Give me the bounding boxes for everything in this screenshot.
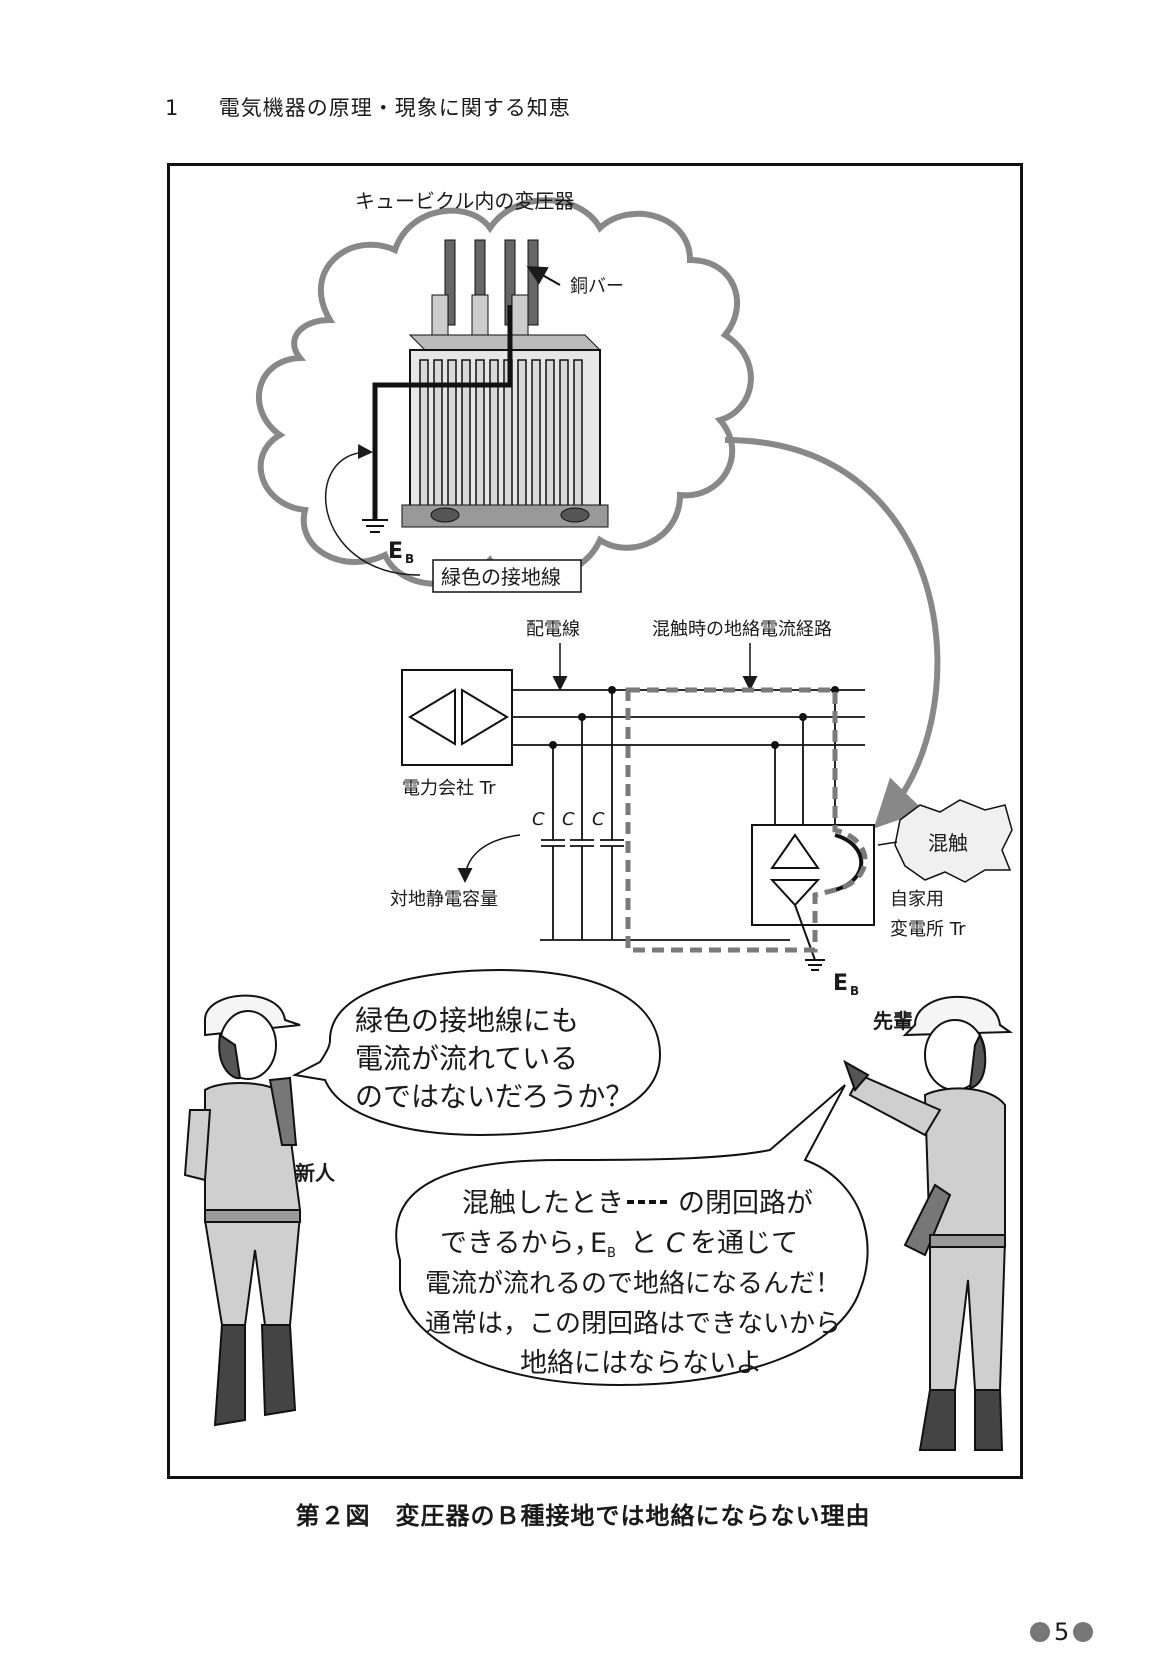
- stray-capacitance-label: 対地静電容量: [390, 889, 498, 910]
- senior-speech-line2b: と: [630, 1228, 657, 1259]
- senior-speech-eb-sub: B: [607, 1246, 616, 1261]
- page-number-block: 5: [1030, 1615, 1140, 1649]
- chapter-number: 1: [165, 96, 180, 120]
- private-sub-label-1: 自家用: [890, 889, 944, 910]
- eb-sub-top: B: [405, 552, 414, 566]
- figure-frame: [167, 163, 1023, 1479]
- newcomer-speech-line-2: 電流が流れている: [355, 1042, 578, 1075]
- senior-speech-c: C: [666, 1228, 685, 1259]
- utility-tr-label: 電力会社 Tr: [402, 778, 496, 799]
- senior-speech-bubble: [395, 1084, 869, 1387]
- senior-speech-line5: 地絡にはならないよ: [520, 1348, 762, 1379]
- page-dot-right: [1073, 1622, 1094, 1642]
- connection-arrow: [724, 437, 941, 829]
- green-ground-box: [432, 559, 582, 593]
- newcomer-label: 新人: [295, 1161, 336, 1185]
- senior-speech-line1a: 混触したとき: [462, 1188, 624, 1219]
- running-header: 1 電気機器の原理・現象に関する知恵: [165, 92, 571, 122]
- utility-transformer-box: [401, 669, 513, 766]
- chapter-title: 電気機器の原理・現象に関する知恵: [218, 96, 571, 120]
- senior-speech-line1b: の閉回路が: [678, 1188, 813, 1219]
- senior-speech-line2c: を通じて: [690, 1228, 798, 1259]
- distribution-line-label: 配電線: [526, 619, 580, 640]
- senior-speech-eb: E: [590, 1228, 607, 1259]
- figure-caption: 第２図 変圧器のＢ種接地では地絡にならない理由: [295, 1502, 871, 1530]
- senior-speech-line3: 電流が流れるので地絡になるんだ！: [425, 1269, 841, 1299]
- eb-sub-bottom: B: [850, 984, 859, 998]
- newcomer-speech-bubble: [291, 968, 662, 1137]
- contact-label: 混触: [928, 831, 968, 855]
- newcomer-figure: [183, 994, 302, 1427]
- private-sub-label-2: 変電所 Tr: [890, 919, 966, 940]
- page-dot-left: [1030, 1622, 1050, 1642]
- page-number: 5: [1054, 1618, 1070, 1646]
- newcomer-speech-line-3: のではないだろうか？: [355, 1080, 633, 1113]
- senior-speech-line4: 通常は，この閉回路はできないから: [425, 1309, 841, 1339]
- senior-label: 先輩: [873, 1009, 913, 1033]
- cap-c1: C: [532, 809, 545, 830]
- eb-label-top: E: [388, 539, 403, 564]
- cap-c2: C: [562, 809, 575, 830]
- copper-bar-label: 銅バー: [570, 276, 624, 297]
- senior-speech-line2a: できるから，: [440, 1228, 601, 1259]
- newcomer-speech-line-1: 緑色の接地線にも: [355, 1004, 579, 1037]
- cap-c3: C: [592, 809, 605, 830]
- cubicle-title: キュービクル内の変圧器: [355, 189, 574, 213]
- contact-burst: [894, 799, 1013, 883]
- senior-figure: [843, 995, 1014, 1451]
- fault-current-path: [625, 687, 868, 953]
- eb-label-bottom: E: [833, 971, 848, 996]
- fault-path-label: 混触時の地絡電流経路: [652, 619, 832, 640]
- green-ground-label: 緑色の接地線: [441, 565, 561, 589]
